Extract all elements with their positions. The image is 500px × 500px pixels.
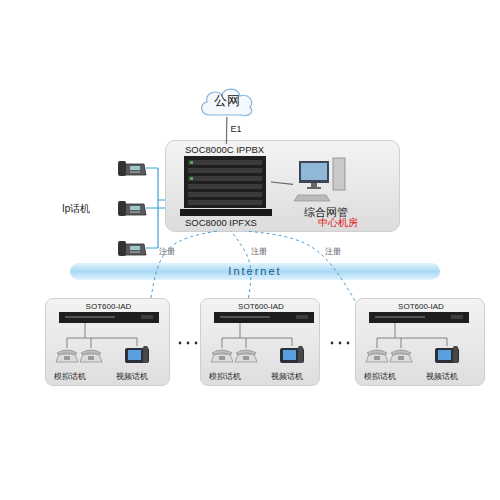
- internet-band: Internet: [70, 263, 440, 280]
- center-room-box: 中心机房SOC8000C IPPBXSOC8000 IPFXS综合网管: [165, 140, 400, 232]
- ip-phone: [118, 201, 146, 216]
- pbx-device: SOC8000C IPPBX: [181, 144, 271, 210]
- node-text: 综合网管: [293, 206, 358, 219]
- node-text: SOT600-IAD: [46, 302, 171, 311]
- node-text: 模拟话机: [54, 373, 94, 382]
- edge-label: 注册: [325, 248, 341, 256]
- node-text: SOC8000C IPPBX: [185, 145, 285, 156]
- iad-device-set: [211, 312, 314, 363]
- connector: [231, 231, 251, 298]
- node-text: SOT600-IAD: [201, 302, 321, 311]
- connector: [245, 231, 355, 301]
- node-text: SOC8000 IPFXS: [185, 218, 283, 229]
- node-text: 模拟话机: [364, 373, 404, 382]
- node-text: 视频话机: [426, 373, 466, 382]
- node-text: 视频话机: [271, 373, 311, 382]
- node-text: Internet: [70, 265, 440, 278]
- iad-device-set: [366, 312, 469, 363]
- fxs-device-box: SOC8000 IPFXS: [179, 209, 277, 231]
- edge-label: 注册: [251, 248, 267, 256]
- pbx-rack: [184, 156, 266, 208]
- iad-box: SOT600-IAD 模拟话机 视频话机: [355, 298, 485, 386]
- edge-label: 注册: [159, 248, 175, 256]
- node-text: 公网: [198, 94, 256, 109]
- free-label: Ip话机: [62, 203, 90, 214]
- management-computer: 综合网管: [293, 156, 358, 220]
- computer-icon: [294, 158, 345, 201]
- iad-device-set: [56, 312, 159, 363]
- iad-box: SOT600-IAD 模拟话机 视频话机: [45, 298, 170, 386]
- continuation-dots: [179, 342, 350, 345]
- node-text: SOT600-IAD: [356, 302, 486, 311]
- fxs-device: [180, 209, 272, 216]
- node-text: 视频话机: [116, 373, 156, 382]
- cloud-node: 公网: [198, 85, 256, 117]
- ip-phone: [118, 241, 146, 256]
- connector: [226, 117, 228, 144]
- node-text: 模拟话机: [209, 373, 249, 382]
- node-text: 中心机房: [318, 217, 378, 229]
- connector: [271, 182, 293, 184]
- ip-phone-wires: [146, 168, 165, 248]
- ip-phone: [118, 161, 146, 176]
- edge-label: E1: [231, 125, 242, 135]
- connector: [151, 231, 217, 298]
- iad-box: SOT600-IAD 模拟话机 视频话机: [200, 298, 320, 386]
